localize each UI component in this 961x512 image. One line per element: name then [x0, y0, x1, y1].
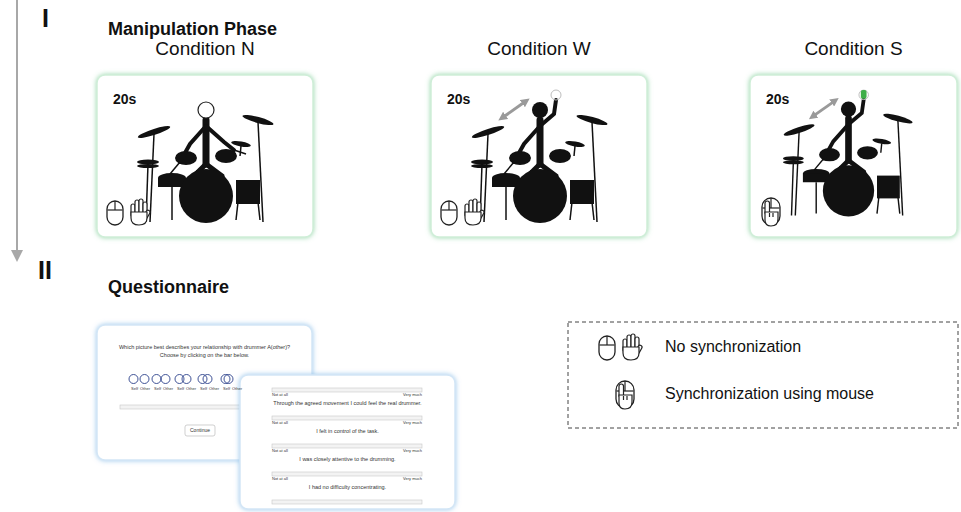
- questionnaire-screen: Not at allVery muchThrough the agreed mo…: [240, 375, 455, 509]
- condition-panel: Condition N20s: [97, 75, 313, 237]
- legend-entry: No synchronization: [665, 338, 801, 356]
- scale-label: Other: [232, 387, 246, 392]
- scale-end-label: Very much: [362, 477, 422, 482]
- duration-label: 20s: [447, 91, 487, 107]
- legend-text: Synchronization using mouse: [665, 385, 874, 402]
- scale-label: Self: [193, 387, 207, 392]
- scale-end-label: Very much: [362, 449, 422, 454]
- scale-end-label: Very much: [362, 393, 422, 398]
- drummer-s: [783, 90, 913, 216]
- phase-title: Manipulation Phase: [108, 19, 277, 40]
- scale-label: Self: [216, 387, 230, 392]
- condition-title: Condition W: [431, 38, 647, 60]
- legend-text: No synchronization: [665, 338, 801, 355]
- condition-panel: Condition S20s: [750, 75, 957, 237]
- scale-label: Other: [163, 387, 177, 392]
- legend-entry: Synchronization using mouse: [665, 385, 874, 403]
- statement-text: I had no difficulty concentrating.: [250, 484, 445, 490]
- condition-title: Condition N: [97, 38, 313, 60]
- phase-numeral: II: [38, 256, 52, 285]
- scale-end-label: Not at all: [272, 449, 332, 454]
- phase-title: Questionnaire: [108, 277, 229, 298]
- phase-arrow: [11, 0, 23, 262]
- scale-label: Other: [209, 387, 223, 392]
- scale-label: Other: [186, 387, 200, 392]
- duration-label: 20s: [766, 91, 806, 107]
- statement-text: I was closely attentive to the drumming.: [250, 456, 445, 462]
- scale-label: Self: [147, 387, 161, 392]
- condition-panel: Condition W20s: [431, 75, 647, 237]
- scale-label: Self: [124, 387, 138, 392]
- scale-end-label: Not at all: [272, 421, 332, 426]
- input-icons: [107, 198, 780, 226]
- scale-end-label: Not at all: [272, 393, 332, 398]
- phase-numeral: I: [42, 4, 49, 33]
- question-text: Which picture best describes your relati…: [105, 344, 304, 350]
- scale-end-label: Very much: [362, 421, 422, 426]
- legend-box: [568, 322, 958, 428]
- statement-text: Through the agreed movement I could feel…: [250, 400, 445, 406]
- scale-end-label: Not at all: [272, 477, 332, 482]
- button-label: Continue: [185, 425, 215, 436]
- condition-panels: [97, 75, 957, 237]
- drummer-n: [137, 102, 274, 223]
- statement-text: I felt in control of the task.: [250, 428, 445, 434]
- questionnaire-screen-2: [240, 375, 455, 509]
- question-text: Choose by clicking on the bar below.: [105, 352, 304, 358]
- duration-label: 20s: [113, 91, 153, 107]
- drummer-w: [471, 90, 608, 223]
- condition-title: Condition S: [750, 38, 957, 60]
- scale-label: Other: [140, 387, 154, 392]
- scale-label: Self: [170, 387, 184, 392]
